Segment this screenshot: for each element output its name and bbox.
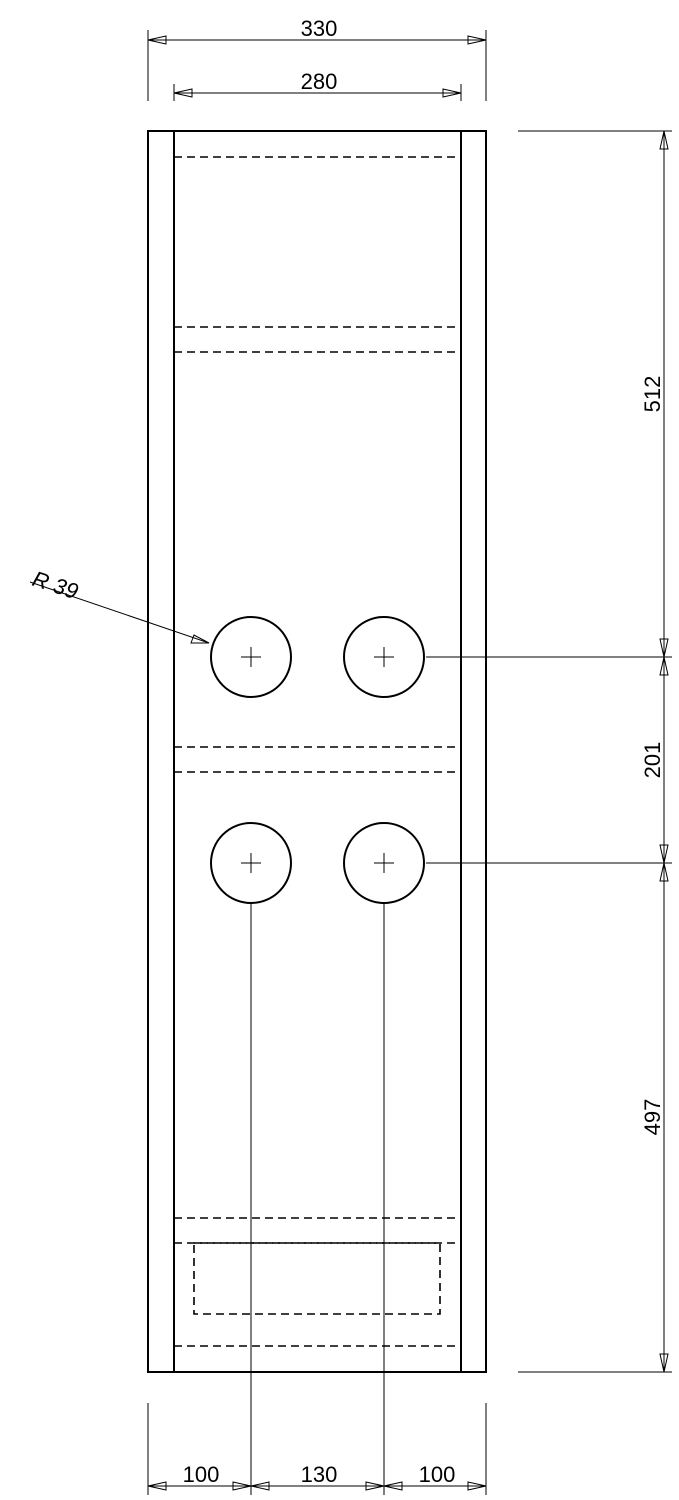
arrowhead [659, 656, 669, 676]
arrowhead [659, 1353, 669, 1373]
radius-leader-line [29, 581, 210, 644]
dim-text-overall-width: 330 [301, 16, 338, 41]
dim-text-lower-holes-to-bottom: 497 [640, 1099, 665, 1136]
arrowhead [365, 1481, 385, 1491]
hidden-lines [174, 156, 461, 1347]
dim-text-bottom-middle: 130 [301, 1462, 338, 1487]
panel-outer-outline [147, 130, 487, 1373]
dim-text-top-to-upper-holes: 512 [640, 376, 665, 413]
arrowhead [467, 1481, 487, 1491]
hole-upper-left [210, 616, 292, 698]
hole-upper-right [343, 616, 425, 698]
arrowhead [467, 35, 487, 45]
holes [210, 616, 425, 904]
dim-text-hole-row-spacing: 201 [640, 742, 665, 779]
arrowhead [659, 130, 669, 150]
hidden-drawer-rectangle [193, 1242, 441, 1315]
arrowhead [659, 638, 669, 658]
dim-text-inner-width: 280 [301, 69, 338, 94]
arrowhead [659, 862, 669, 882]
arrowhead [190, 634, 210, 644]
arrowhead [232, 1481, 252, 1491]
hole-lower-right [343, 822, 425, 904]
extension-lines [147, 30, 672, 1495]
arrowhead [442, 88, 462, 98]
arrowhead [383, 1481, 403, 1491]
hole-lower-left [210, 822, 292, 904]
dimension-lines [147, 35, 669, 1491]
dim-text-bottom-right: 100 [419, 1462, 456, 1487]
arrowhead [173, 88, 193, 98]
dim-text-hole-radius: R 39 [29, 566, 81, 604]
arrowhead [147, 1481, 167, 1491]
panel [147, 130, 487, 1373]
dimension-texts: 330 280 R 39 512 201 497 100 130 100 [29, 16, 665, 1487]
arrowhead [147, 35, 167, 45]
arrowhead [659, 844, 669, 864]
radius-leader [29, 581, 210, 644]
dim-text-bottom-left: 100 [183, 1462, 220, 1487]
arrowhead [250, 1481, 270, 1491]
